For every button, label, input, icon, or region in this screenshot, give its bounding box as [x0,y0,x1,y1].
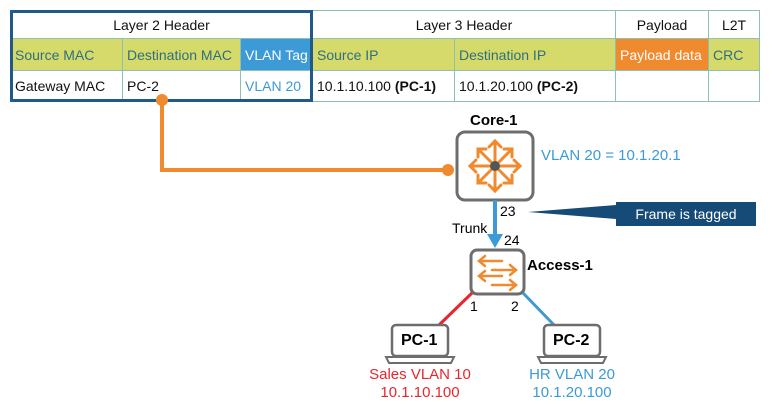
access-port-2: 2 [511,298,519,314]
core-1-label: Core-1 [470,112,518,129]
path-start-dot [156,94,168,106]
destination-mac-path [160,100,448,172]
value-destination-ip: 10.1.20.100 (PC-2) [454,70,616,102]
path-end-dot [442,164,454,176]
pc1-laptop-icon [384,323,456,364]
field-vlan-tag: VLAN Tag [240,38,313,71]
group-layer2-header: Layer 2 Header [10,10,313,39]
pc2-link [521,291,557,328]
pc1-vlan: Sales VLAN 10 [369,366,471,383]
field-destination-mac: Destination MAC [122,38,241,71]
group-payload: Payload [615,10,709,39]
pc2-vlan: HR VLAN 20 [529,366,615,383]
source-ip-host: (PC-1) [394,78,437,94]
value-destination-mac: PC-2 [122,70,241,102]
source-ip-text: 10.1.10.100 [317,78,391,94]
router-hub-dot [490,161,500,171]
value-vlan-tag: VLAN 20 [240,70,313,102]
access-1-label: Access-1 [527,257,593,274]
field-payload-data: Payload data [615,38,709,71]
field-source-mac: Source MAC [10,38,123,71]
frame-tagged-callout: Frame is tagged [616,202,756,226]
core-vlan-info: VLAN 20 = 10.1.20.1 [541,147,681,164]
access-port-24: 24 [504,232,520,248]
field-crc: CRC [708,38,760,71]
pc1-label: PC-1 [401,332,438,349]
destination-ip-text: 10.1.20.100 [459,78,533,94]
core-port-23: 23 [500,203,516,219]
pc1-link [436,291,474,328]
switch-icon [477,254,518,292]
pc2-label: PC-2 [553,332,590,349]
pc2-laptop-icon [536,323,608,364]
callout-pointer [528,205,616,219]
pc1-ip: 10.1.10.100 [380,384,460,401]
access-port-1: 1 [470,298,478,314]
destination-ip-host: (PC-2) [536,78,579,94]
access-switch-box [469,248,526,296]
trunk-label: Trunk [452,220,488,236]
value-crc [708,70,760,102]
field-destination-ip: Destination IP [454,38,616,71]
trunk-arrowhead [487,234,503,248]
pc2-ip: 10.1.20.100 [532,384,612,401]
